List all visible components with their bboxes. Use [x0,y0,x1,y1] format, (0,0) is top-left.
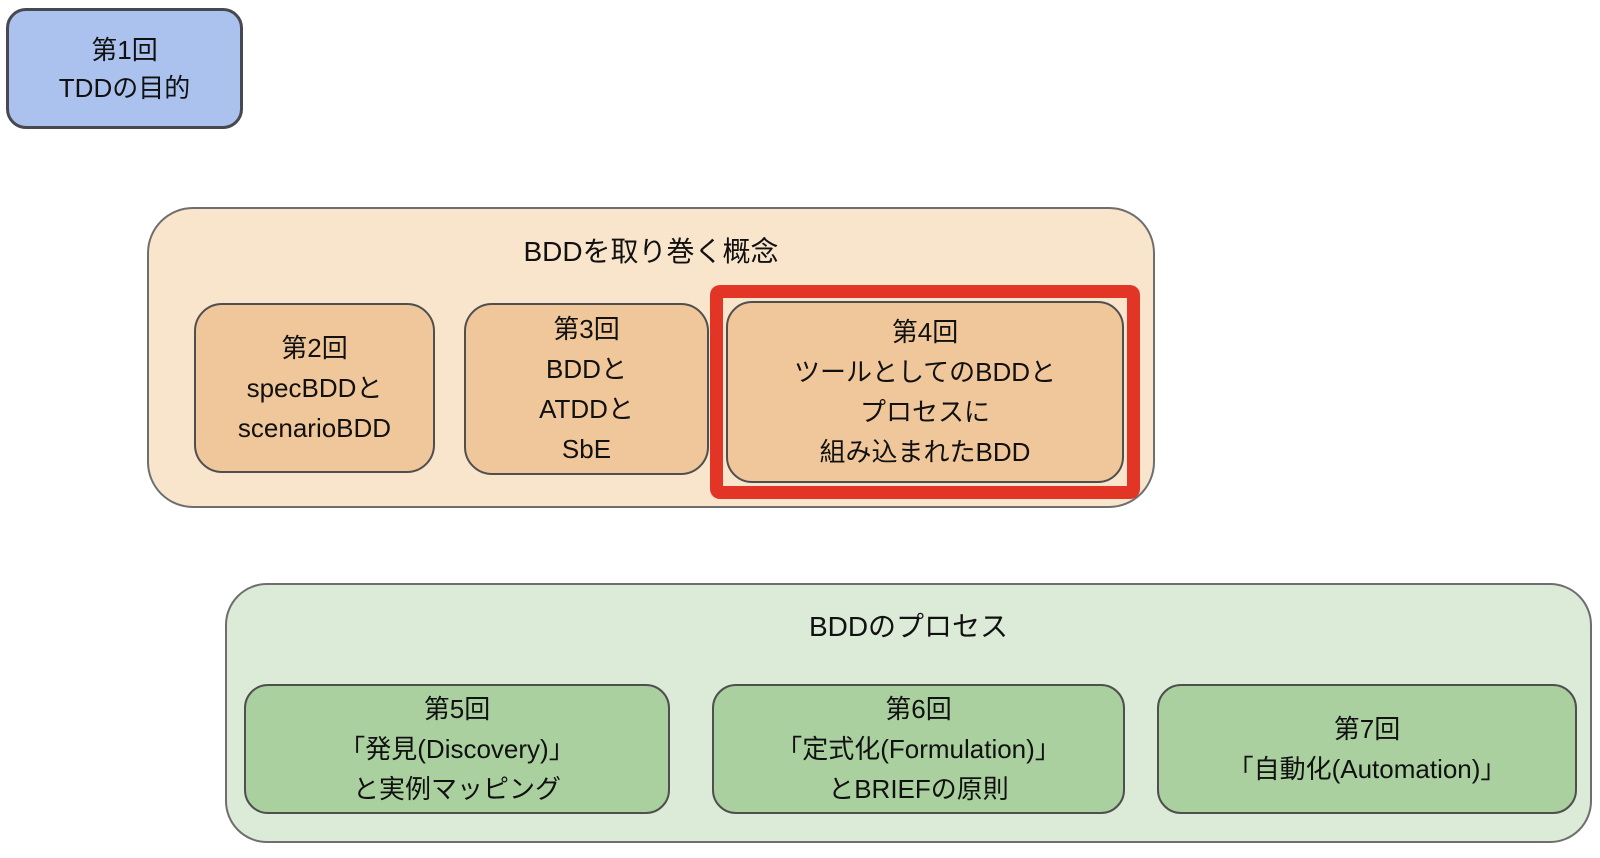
node-session-3: 第3回 BDDと ATDDと SbE [464,303,709,475]
node-line: SbE [561,434,612,464]
node-line: TDDの目的 [58,72,191,103]
node-line: 「発見(Discovery)」 [339,734,575,764]
node-session-1: 第1回 TDDの目的 [6,8,243,129]
node-line: BDDと [546,354,627,384]
node-line: 第4回 [891,317,959,347]
node-line: scenarioBDD [237,413,392,443]
node-line: specBDDと [246,373,383,403]
group-bdd-process: BDDのプロセス 第5回 「発見(Discovery)」 と実例マッピング 第6… [225,583,1592,843]
node-line: 第5回 [423,694,491,724]
current-session-highlight-frame: 第4回 ツールとしてのBDDと プロセスに 組み込まれたBDD [710,285,1140,499]
node-line: と実例マッピング [352,774,561,804]
node-line: ツールとしてのBDDと [793,357,1057,387]
group-bdd-concepts: BDDを取り巻く概念 第2回 specBDDと scenarioBDD 第3回 … [147,207,1155,508]
node-session-6: 第6回 「定式化(Formulation)」 とBRIEFの原則 [712,684,1125,814]
node-session-4: 第4回 ツールとしてのBDDと プロセスに 組み込まれたBDD [726,301,1124,483]
node-line: 第2回 [281,333,348,363]
node-session-5: 第5回 「発見(Discovery)」 と実例マッピング [244,684,670,814]
node-line: とBRIEFの原則 [828,774,1009,804]
node-line: ATDDと [539,394,634,424]
node-line: 組み込まれたBDD [819,437,1031,467]
node-session-7: 第7回 「自動化(Automation)」 [1157,684,1577,814]
node-session-2: 第2回 specBDDと scenarioBDD [194,303,435,473]
group-bdd-process-title: BDDのプロセス [808,611,1009,642]
group-bdd-concepts-title: BDDを取り巻く概念 [523,236,779,267]
node-line: 第1回 [91,34,158,65]
node-line: 「定式化(Formulation)」 [776,734,1061,764]
node-line: 第6回 [885,694,952,724]
node-line: 「自動化(Automation)」 [1227,754,1507,784]
node-line: 第7回 [1333,714,1401,744]
node-line: 第3回 [553,314,620,344]
node-line: プロセスに [859,397,990,427]
